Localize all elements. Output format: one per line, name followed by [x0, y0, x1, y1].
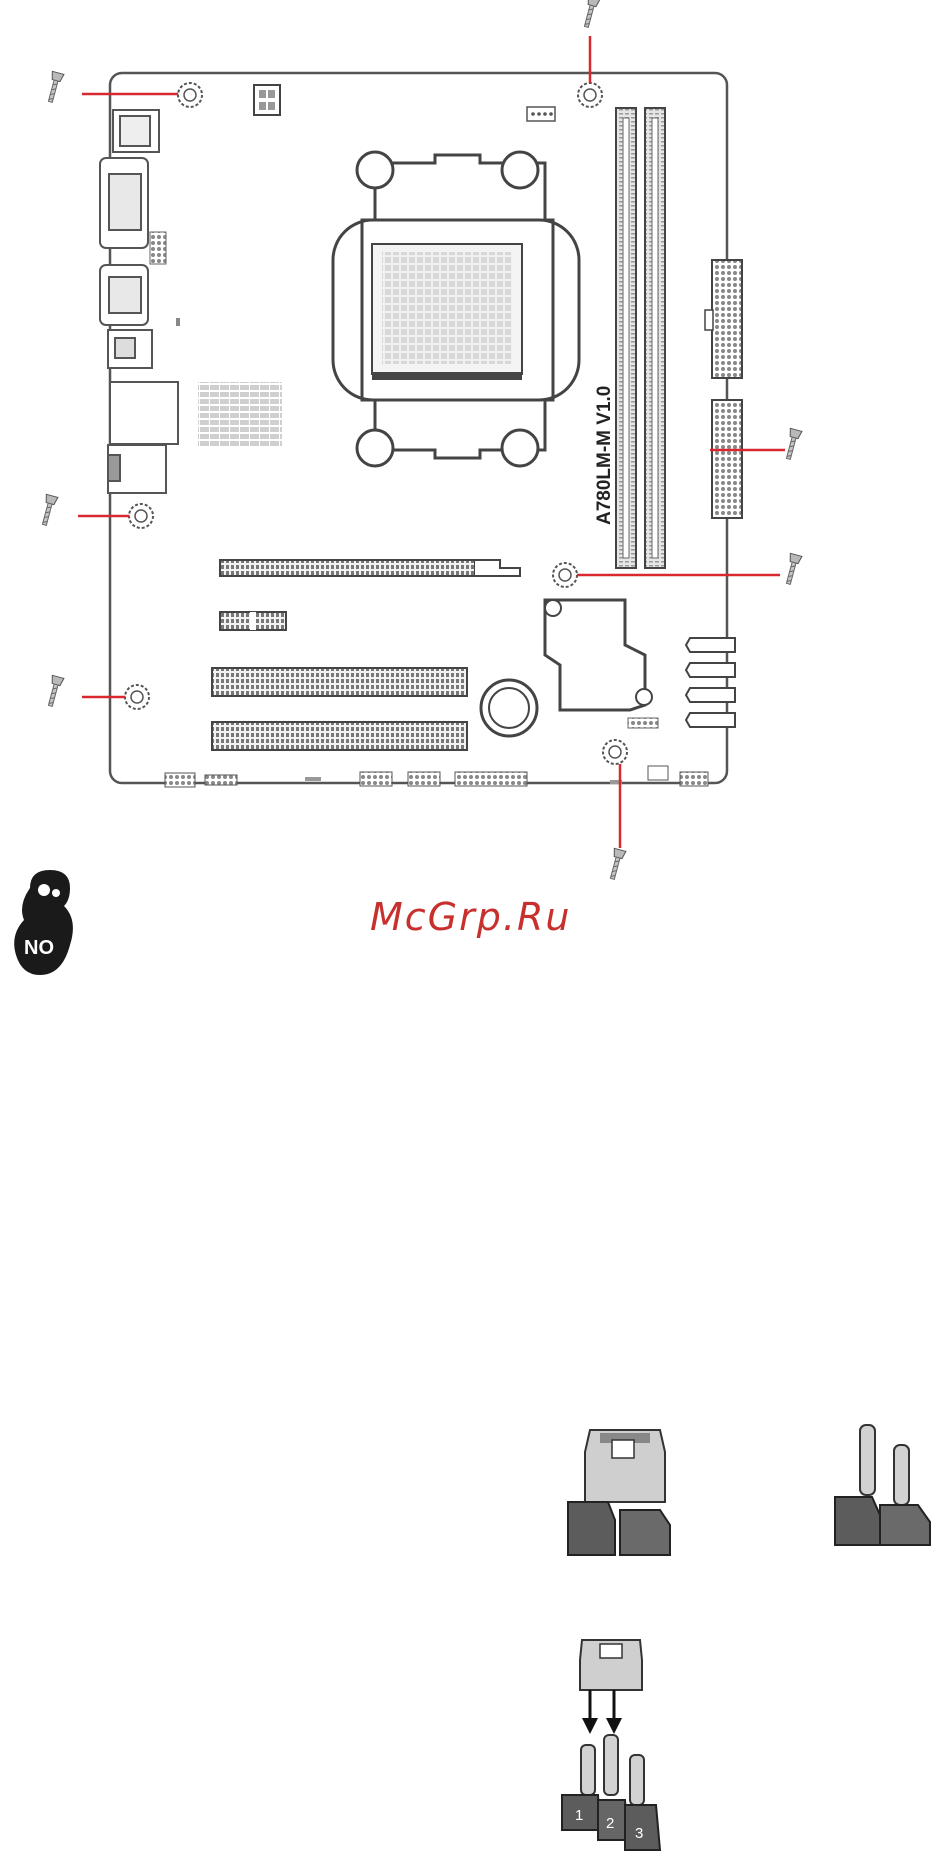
- atx-12v-connector: [254, 85, 280, 115]
- jumper-closed-icon: [568, 1430, 670, 1555]
- jumper-3pin-icon: 1 2 3: [562, 1640, 660, 1850]
- jumper-pin-label-2: 2: [606, 1815, 614, 1832]
- atx-24pin-connector: [712, 260, 742, 378]
- pci-slot-1: [212, 668, 467, 696]
- pci-slot-2: [212, 722, 467, 750]
- jumper-pin-label-3: 3: [635, 1825, 643, 1842]
- board-model-label: A780LM-M V1.0: [594, 386, 615, 525]
- jumper-open-icon: [835, 1425, 930, 1545]
- ide-connector: [712, 400, 742, 518]
- pcie-x16-slot: [220, 560, 520, 576]
- pcie-x1-slot: [220, 612, 286, 630]
- heatsink-area: [198, 382, 282, 446]
- jumper-pin-label-1: 1: [575, 1807, 583, 1824]
- cmos-battery: [481, 680, 537, 736]
- header-block: [150, 232, 166, 264]
- small-header: [628, 718, 658, 728]
- no-icon-text: NO: [24, 937, 54, 959]
- watermark-text: McGrp.Ru: [370, 895, 571, 939]
- small-component: [176, 318, 180, 326]
- no-warning-icon: NO: [14, 870, 73, 975]
